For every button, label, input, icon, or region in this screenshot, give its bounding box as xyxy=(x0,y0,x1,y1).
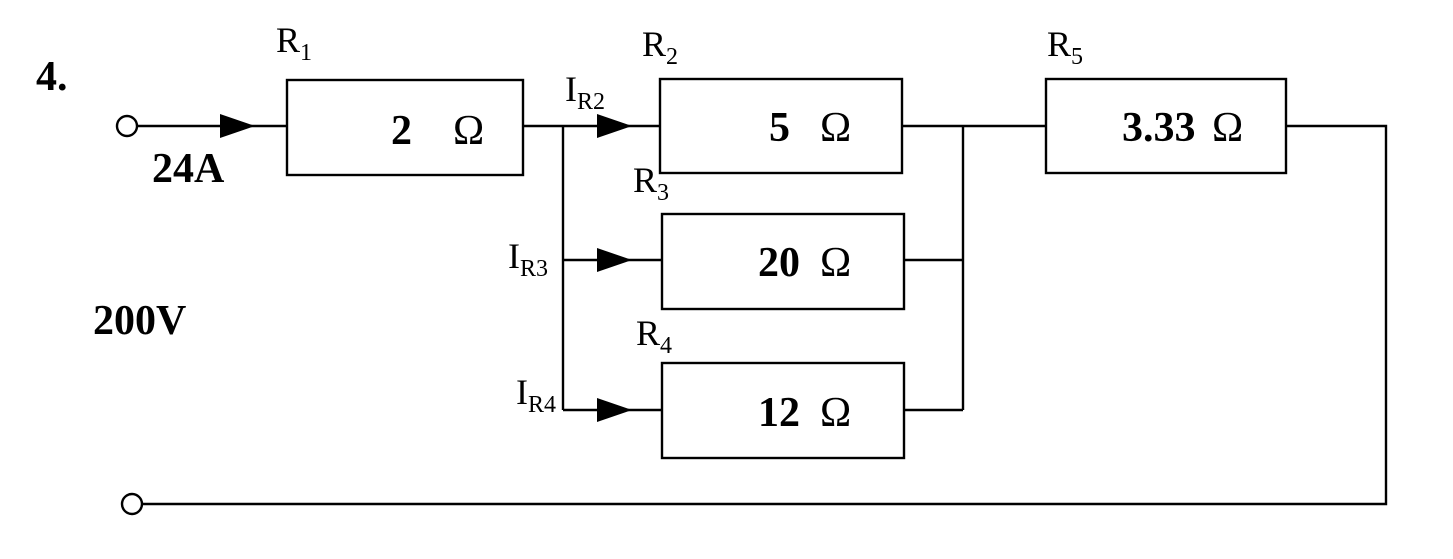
resistor-r2 xyxy=(658,77,904,175)
resistor-r5 xyxy=(1044,77,1288,175)
r5-unit: Ω xyxy=(1212,105,1243,151)
r5-label: R5 xyxy=(1047,24,1083,70)
r1-label: R1 xyxy=(276,20,312,66)
r2-value: 5 xyxy=(769,105,790,151)
wire-return xyxy=(142,124,1388,506)
r3-unit: Ω xyxy=(820,240,851,286)
ir3-arrow xyxy=(597,248,632,272)
problem-number: 4. xyxy=(36,54,68,100)
resistor-r3 xyxy=(660,212,906,311)
ir2-arrow xyxy=(597,114,632,138)
top-terminal xyxy=(115,114,139,138)
source-current-label: 24A xyxy=(152,146,225,192)
r4-unit: Ω xyxy=(820,390,851,436)
source-current-arrow xyxy=(220,114,255,138)
ir2-label: IR2 xyxy=(565,69,605,115)
r5-value: 3.33 xyxy=(1122,105,1196,151)
r2-unit: Ω xyxy=(820,105,851,151)
bottom-terminal xyxy=(120,492,144,516)
resistor-r1 xyxy=(285,78,525,177)
r3-value: 20 xyxy=(758,240,800,286)
r1-value: 2 xyxy=(391,108,412,154)
r4-label: R4 xyxy=(636,313,672,359)
ir4-label: IR4 xyxy=(516,372,556,418)
r4-value: 12 xyxy=(758,390,800,436)
resistor-r4 xyxy=(660,361,906,460)
ir4-arrow xyxy=(597,398,632,422)
r3-label: R3 xyxy=(633,160,669,206)
source-voltage-label: 200V xyxy=(93,298,186,344)
r2-label: R2 xyxy=(642,24,678,70)
ir3-label: IR3 xyxy=(508,236,548,282)
r1-unit: Ω xyxy=(453,108,484,154)
